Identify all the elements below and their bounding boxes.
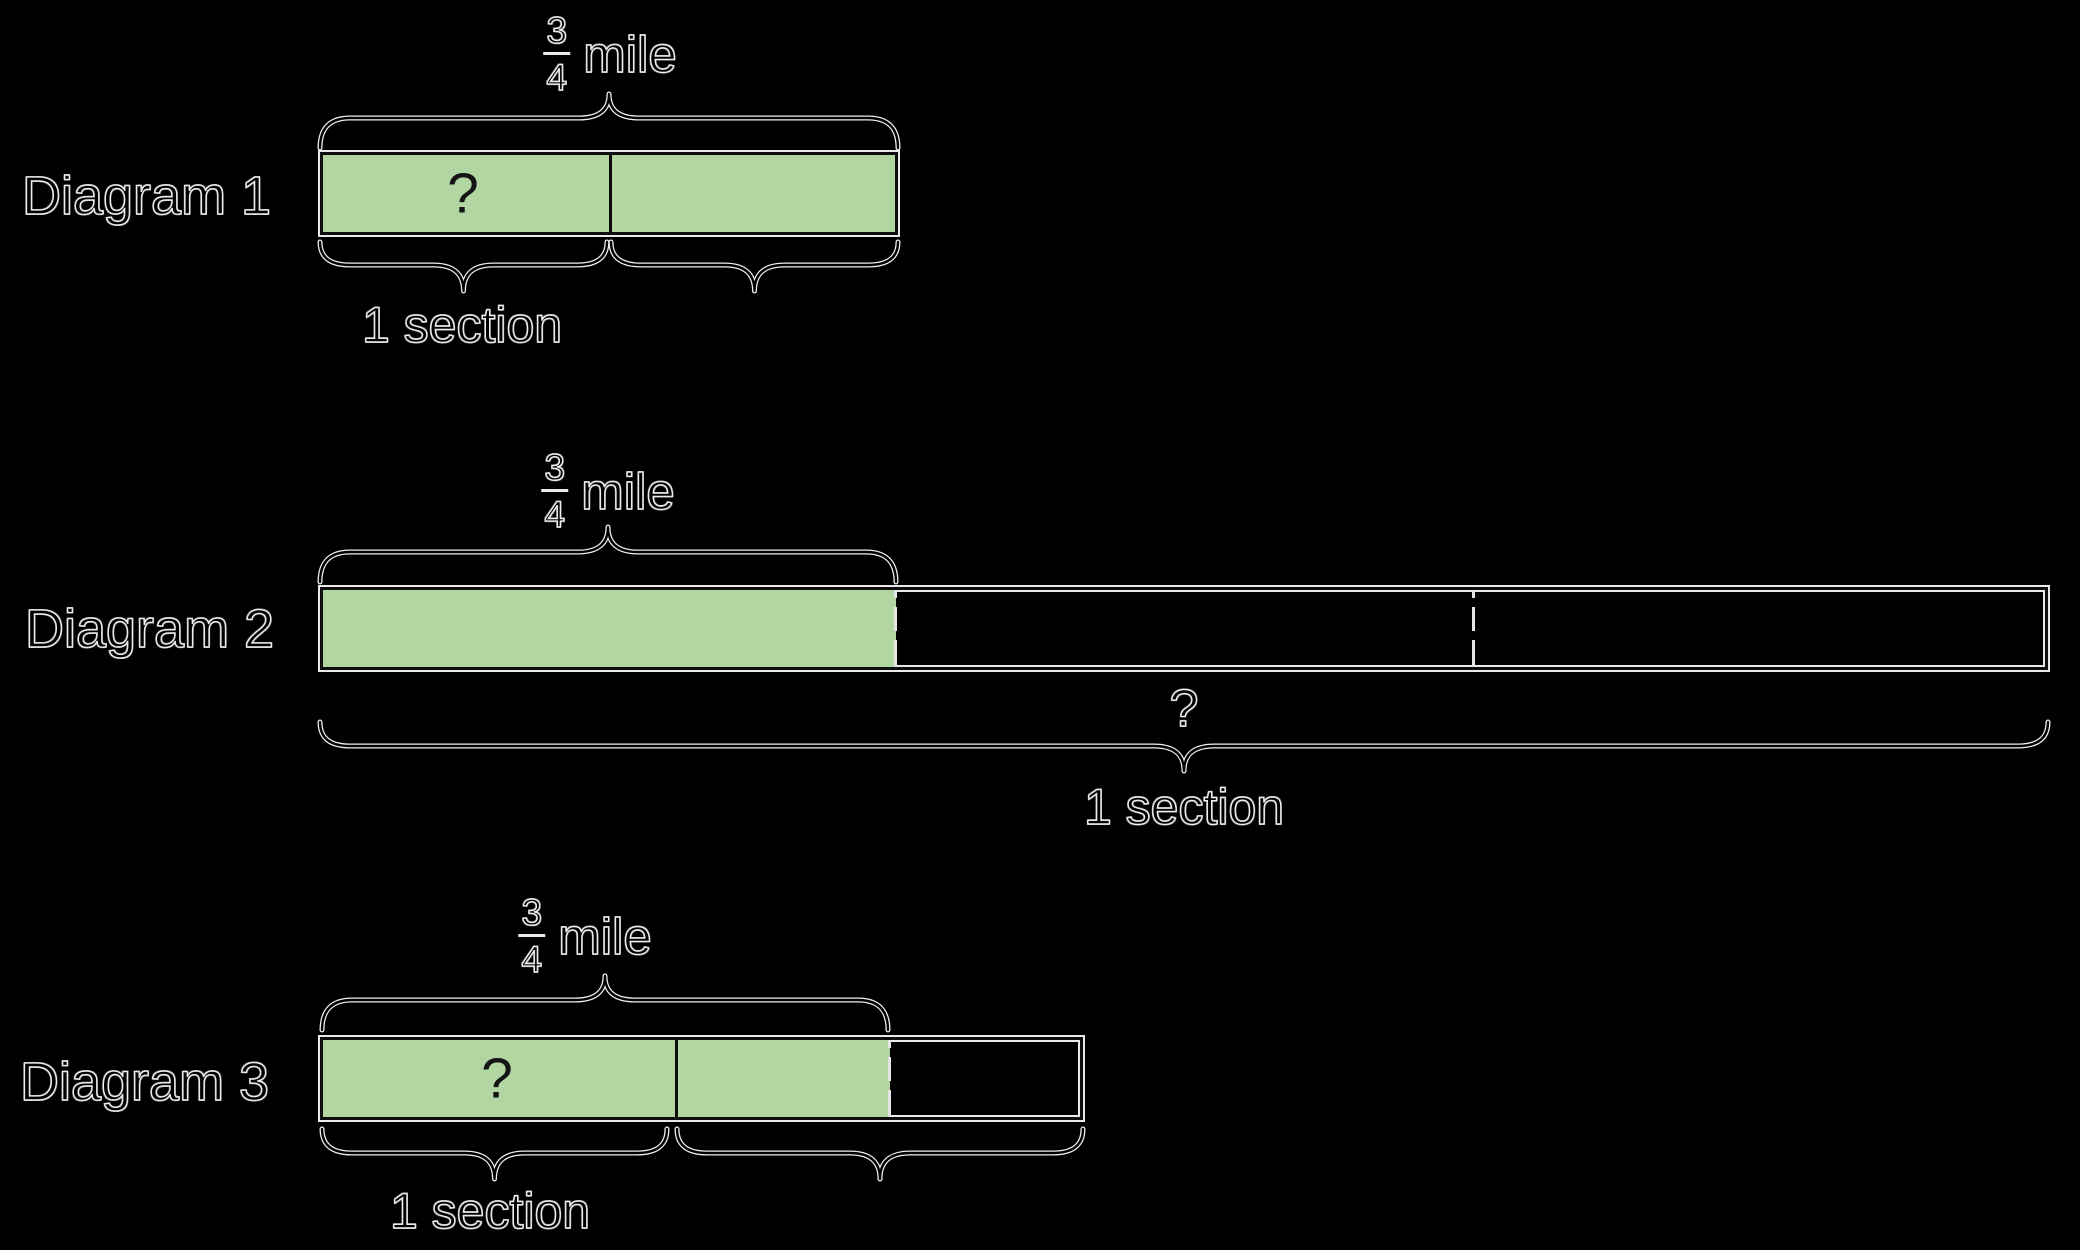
diagram2-bar bbox=[320, 587, 2048, 670]
fraction-bar bbox=[518, 934, 546, 937]
diagram3-bottom-brace-left bbox=[319, 1126, 670, 1182]
mile-unit: mile bbox=[581, 462, 676, 520]
diagram1-bar bbox=[320, 152, 898, 235]
diagram1-section-label: 1 section bbox=[361, 297, 563, 353]
diagram1-bottom-brace-left bbox=[317, 239, 610, 294]
fraction-three-fourths: 3 4 bbox=[541, 447, 569, 535]
fraction-numerator: 3 bbox=[546, 10, 568, 51]
dashed-divider bbox=[894, 590, 897, 667]
diagram2-section-label: 1 section bbox=[1083, 779, 1285, 835]
green-section bbox=[323, 1040, 675, 1117]
fraction-numerator: 3 bbox=[521, 892, 543, 933]
fraction-denominator: 4 bbox=[546, 57, 568, 98]
diagram2-question-mark: ? bbox=[1169, 680, 1199, 738]
diagram3-top-brace bbox=[319, 973, 891, 1033]
diagram3-label: Diagram 3 bbox=[19, 1052, 270, 1112]
diagram1-mile-label: 3 4 mile bbox=[543, 10, 678, 98]
diagram2-label: Diagram 2 bbox=[24, 599, 275, 659]
fraction-denominator: 4 bbox=[521, 939, 543, 980]
fraction-numerator: 3 bbox=[544, 447, 566, 488]
diagram1-top-brace bbox=[317, 91, 901, 151]
diagram3-question-mark: ? bbox=[481, 1046, 513, 1111]
diagram3-bar bbox=[320, 1037, 1083, 1120]
section-divider bbox=[609, 155, 612, 232]
green-partial-section bbox=[678, 1040, 890, 1117]
diagram1-label: Diagram 1 bbox=[21, 166, 272, 226]
fraction-three-fourths: 3 4 bbox=[518, 892, 546, 980]
fraction-bar bbox=[543, 52, 571, 55]
mile-unit: mile bbox=[583, 25, 678, 83]
diagram3-bottom-brace-right bbox=[674, 1126, 1086, 1182]
diagram1-question-mark: ? bbox=[447, 161, 479, 226]
diagram2-top-brace bbox=[317, 524, 899, 585]
fraction-bar bbox=[541, 489, 569, 492]
dashed-divider bbox=[1472, 590, 1475, 667]
diagram2-bottom-brace bbox=[317, 719, 2051, 774]
green-section bbox=[323, 590, 896, 667]
diagram3-mile-label: 3 4 mile bbox=[518, 892, 653, 980]
diagram2-mile-label: 3 4 mile bbox=[541, 447, 676, 535]
fraction-three-fourths: 3 4 bbox=[543, 10, 571, 98]
fraction-denominator: 4 bbox=[544, 494, 566, 535]
mile-unit: mile bbox=[558, 907, 653, 965]
section-divider bbox=[675, 1040, 678, 1117]
diagram3-section-label: 1 section bbox=[389, 1183, 591, 1239]
dashed-divider bbox=[888, 1040, 891, 1117]
diagram1-bottom-brace-right bbox=[608, 239, 901, 294]
